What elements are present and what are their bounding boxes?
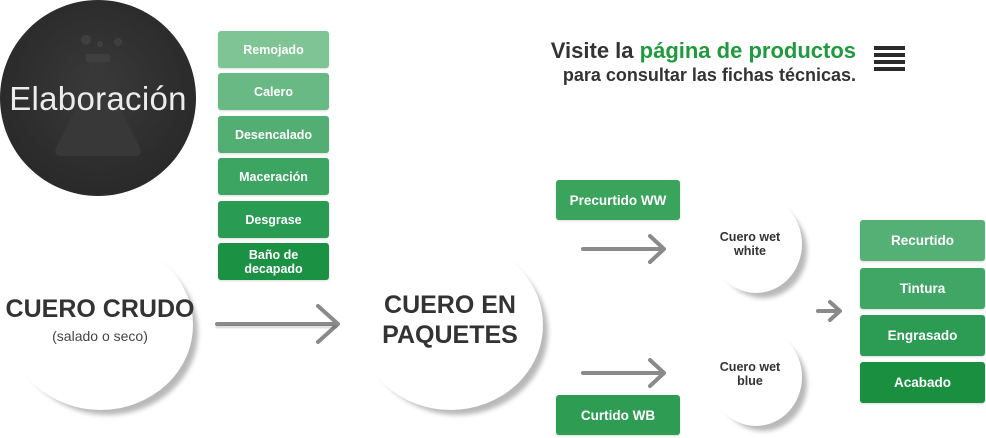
finish-label: Engrasado <box>887 328 958 343</box>
curtido-label: Curtido WB <box>580 407 656 423</box>
page-title: Elaboración <box>9 80 187 117</box>
wet-blue-line2: blue <box>737 374 763 388</box>
wet-white-circle <box>710 195 802 293</box>
arrow-to-finishing-icon <box>816 300 842 322</box>
wet-blue-circle <box>710 328 802 426</box>
products-page-link[interactable]: página de productos <box>639 38 856 63</box>
step-label: Remojado <box>243 42 304 57</box>
step-bano-decapado: Baño de decapado <box>218 243 329 280</box>
packets-title-line2: PAQUETES <box>382 321 518 349</box>
wet-white-line1: Cuero wet <box>719 230 781 244</box>
flask-icon <box>55 35 141 156</box>
step-label: Maceración <box>239 169 308 184</box>
promo-prefix: Visite la <box>550 38 640 63</box>
step-maceracion: Maceración <box>218 158 329 195</box>
raw-hide-title: CUERO CRUDO <box>5 295 195 323</box>
packets-circle <box>358 240 543 410</box>
arrow-crudo-to-paquetes-icon <box>215 304 340 344</box>
precurtido-label: Precurtido WW <box>569 192 667 208</box>
precurtido-ww-box: Precurtido WW <box>556 180 680 220</box>
finish-label: Tintura <box>899 281 946 296</box>
elaboracion-badge: Elaboración <box>0 0 196 196</box>
wet-white-label: Cuero wet white <box>700 230 800 258</box>
finish-label: Recurtido <box>890 233 954 248</box>
curtido-wb-box: Curtido WB <box>556 395 680 435</box>
finish-label: Acabado <box>893 375 951 390</box>
step-label: Desgrase <box>245 212 302 227</box>
step-label: Desencalado <box>234 127 313 142</box>
step-desencalado: Desencalado <box>218 116 329 153</box>
promo-line2: para consultar las fichas técnicas. <box>562 65 856 85</box>
step-desgrase: Desgrase <box>218 201 329 238</box>
step-calero: Calero <box>218 73 329 110</box>
arrow-to-wet-white-icon <box>581 234 666 264</box>
step-label: Baño de decapado <box>244 247 303 276</box>
step-remojado: Remojado <box>218 31 329 68</box>
wet-white-line2: white <box>734 244 766 258</box>
packets-title-line1: CUERO EN <box>384 291 516 319</box>
finish-engrasado: Engrasado <box>860 315 985 356</box>
raw-hide-circle <box>8 240 193 410</box>
raw-hide-subtitle: (salado o seco) <box>52 328 148 344</box>
wet-blue-label: Cuero wet blue <box>700 360 800 388</box>
packets-label: CUERO EN PAQUETES <box>345 290 555 350</box>
finish-tintura: Tintura <box>860 268 985 309</box>
arrow-to-wet-blue-icon <box>581 358 666 388</box>
finish-acabado: Acabado <box>860 362 985 403</box>
step-label: Calero <box>254 84 293 99</box>
wet-blue-line1: Cuero wet <box>719 360 781 374</box>
raw-hide-label: CUERO CRUDO (salado o seco) <box>0 294 200 344</box>
promo-text: Visite la página de productos para consu… <box>500 38 856 86</box>
finish-recurtido: Recurtido <box>860 220 985 261</box>
menu-icon[interactable] <box>874 46 905 78</box>
